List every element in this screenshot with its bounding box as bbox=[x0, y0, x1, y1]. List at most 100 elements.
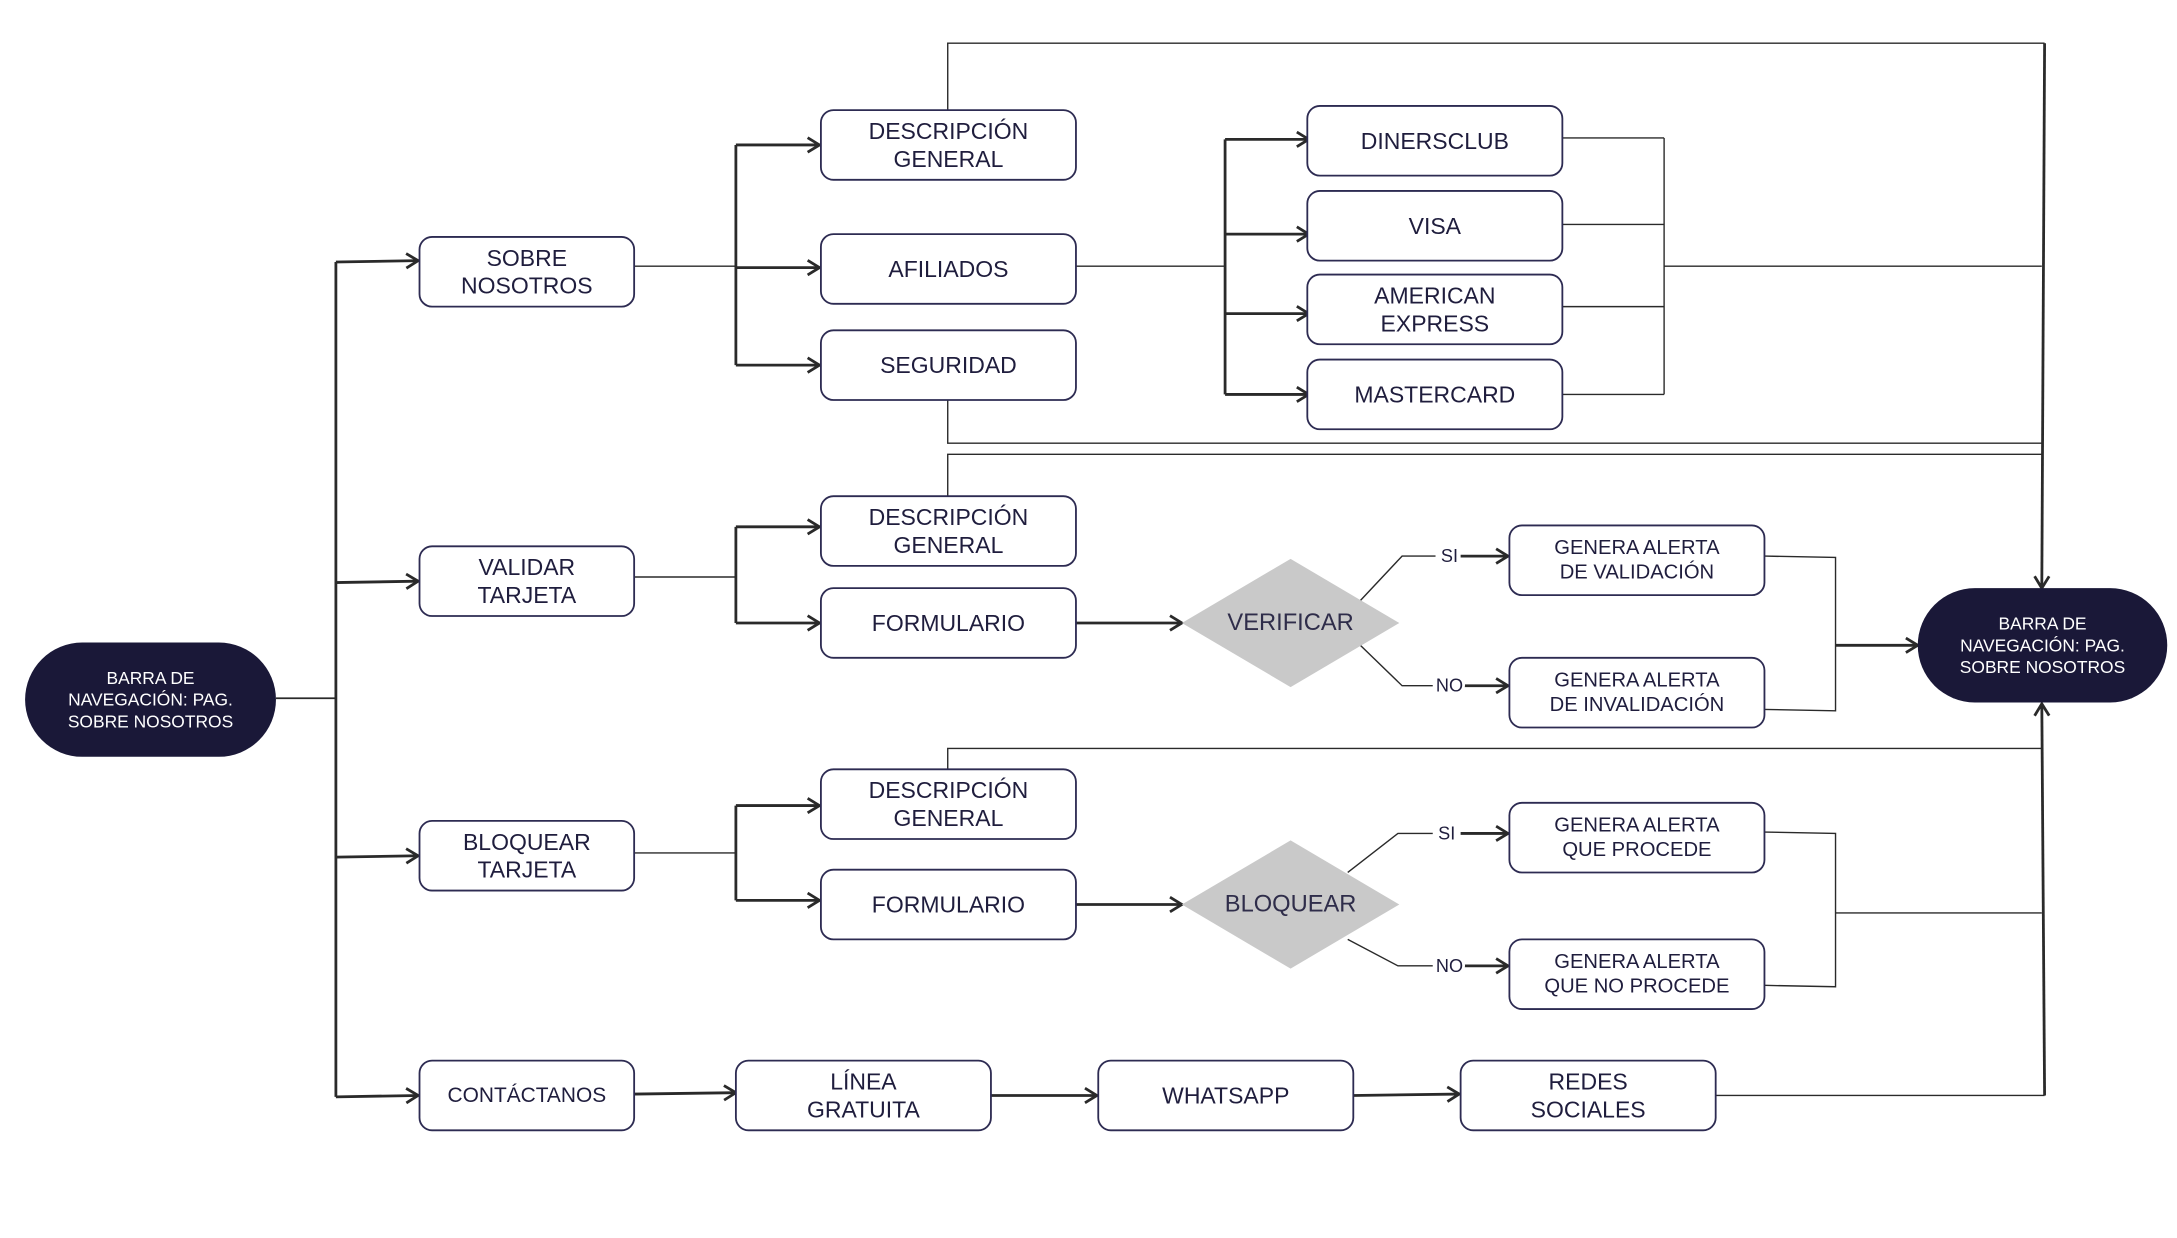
connector-line bbox=[1764, 555, 1837, 712]
bloquear-decision[interactable]: BLOQUEAR bbox=[1181, 840, 1400, 969]
box-shape bbox=[819, 233, 1077, 305]
decision-shape bbox=[1181, 558, 1400, 688]
box-shape bbox=[734, 1059, 992, 1132]
box-shape bbox=[1306, 190, 1564, 262]
arrow-head bbox=[1446, 1085, 1462, 1103]
edge-label-no-1: NO bbox=[1436, 676, 1463, 696]
terminal-shape bbox=[25, 642, 276, 757]
seguridad-label-line: SEGURIDAD bbox=[880, 352, 1017, 378]
box-shape bbox=[1306, 358, 1564, 431]
decision-shape bbox=[1181, 840, 1400, 969]
afiliados-label-line: AFILIADOS bbox=[888, 256, 1008, 282]
visa-box[interactable]: VISA bbox=[1306, 190, 1564, 262]
formulario-1-box[interactable]: FORMULARIO bbox=[819, 587, 1077, 659]
connector-line bbox=[1347, 938, 1433, 967]
arrow-head bbox=[2033, 575, 2051, 591]
box-shape bbox=[1508, 524, 1766, 597]
american-express-label-line: AMERICAN bbox=[1374, 282, 1495, 308]
bloquear-tarjeta-label-line: BLOQUEAR bbox=[463, 829, 591, 855]
arrow-head bbox=[806, 518, 823, 536]
start-terminal-label-line: NAVEGACIÓN: PAG. bbox=[68, 690, 233, 710]
bloquear-tarjeta-label-line: TARJETA bbox=[477, 857, 576, 883]
alerta-invalidacion-label-line: GENERA ALERTA bbox=[1554, 670, 1720, 692]
box-shape bbox=[1459, 1059, 1717, 1132]
connector-line bbox=[947, 453, 2042, 497]
alerta-no-procede-label-line: GENERA ALERTA bbox=[1554, 951, 1720, 973]
redes-sociales-label-line: REDES bbox=[1549, 1069, 1628, 1095]
linea-gratuita-label-line: GRATUITA bbox=[807, 1096, 920, 1122]
end-terminal-label-line: SOBRE NOSOTROS bbox=[1960, 657, 2125, 677]
box-shape bbox=[819, 587, 1077, 659]
arrow-head bbox=[806, 136, 823, 154]
connector-line bbox=[2040, 43, 2046, 589]
arrow-head bbox=[806, 356, 823, 374]
box-shape bbox=[819, 329, 1077, 401]
contactanos-box[interactable]: CONTÁCTANOS bbox=[418, 1059, 636, 1132]
descripcion-general-3-label-line: DESCRIPCIÓN bbox=[869, 777, 1029, 803]
connector-line bbox=[335, 579, 419, 584]
arrow-head bbox=[1084, 1086, 1100, 1104]
dinersclub-box[interactable]: DINERSCLUB bbox=[1306, 105, 1564, 177]
arrow-head bbox=[806, 891, 823, 909]
arrow-head bbox=[1495, 824, 1511, 842]
arrow-head bbox=[2033, 701, 2051, 717]
alerta-validacion-label-line: DE VALIDACIÓN bbox=[1560, 560, 1714, 583]
bloquear-decision-label-line: BLOQUEAR bbox=[1225, 892, 1357, 918]
alerta-invalidacion-label-line: DE INVALIDACIÓN bbox=[1550, 693, 1725, 716]
formulario-2-box[interactable]: FORMULARIO bbox=[819, 868, 1077, 941]
visa-label-line: VISA bbox=[1409, 213, 1462, 239]
linea-gratuita-label-line: LÍNEA bbox=[830, 1069, 897, 1095]
arrow-head bbox=[1495, 547, 1511, 565]
alerta-validacion-label-line: GENERA ALERTA bbox=[1554, 537, 1720, 559]
descripcion-general-1-label-line: DESCRIPCIÓN bbox=[869, 118, 1029, 144]
alerta-no-procede-label-line: QUE NO PROCEDE bbox=[1544, 975, 1729, 997]
arrow-head bbox=[405, 1087, 421, 1105]
formulario-2-label-line: FORMULARIO bbox=[872, 892, 1025, 918]
afiliados-box[interactable]: AFILIADOS bbox=[819, 233, 1077, 305]
whatsapp-box[interactable]: WHATSAPP bbox=[1097, 1059, 1355, 1132]
box-shape bbox=[1508, 938, 1766, 1010]
arrow-head bbox=[806, 797, 823, 815]
box-shape bbox=[819, 868, 1077, 941]
alerta-procede-label-line: GENERA ALERTA bbox=[1554, 815, 1720, 837]
box-shape bbox=[1306, 273, 1564, 346]
connector-line bbox=[335, 854, 419, 859]
descripcion-general-3-label-line: GENERAL bbox=[894, 805, 1004, 831]
box-shape bbox=[819, 768, 1077, 840]
arrow-head bbox=[405, 847, 421, 865]
start-terminal-label-line: BARRA DE bbox=[107, 668, 195, 688]
validar-tarjeta-label-line: VALIDAR bbox=[479, 554, 576, 580]
verificar-decision[interactable]: VERIFICAR bbox=[1181, 558, 1400, 688]
mastercard-box[interactable]: MASTERCARD bbox=[1306, 358, 1564, 431]
arrow-head bbox=[1495, 677, 1511, 695]
connector-line bbox=[947, 42, 2045, 111]
connector-line bbox=[947, 399, 2042, 444]
end-terminal-label-line: BARRA DE bbox=[1998, 614, 2086, 634]
box-shape bbox=[1306, 105, 1564, 177]
connector-line bbox=[634, 1091, 736, 1096]
descripcion-general-2-label-line: GENERAL bbox=[894, 532, 1004, 558]
seguridad-box[interactable]: SEGURIDAD bbox=[819, 329, 1077, 401]
box-shape bbox=[819, 495, 1077, 567]
box-shape bbox=[819, 109, 1077, 181]
box-shape bbox=[418, 236, 636, 308]
